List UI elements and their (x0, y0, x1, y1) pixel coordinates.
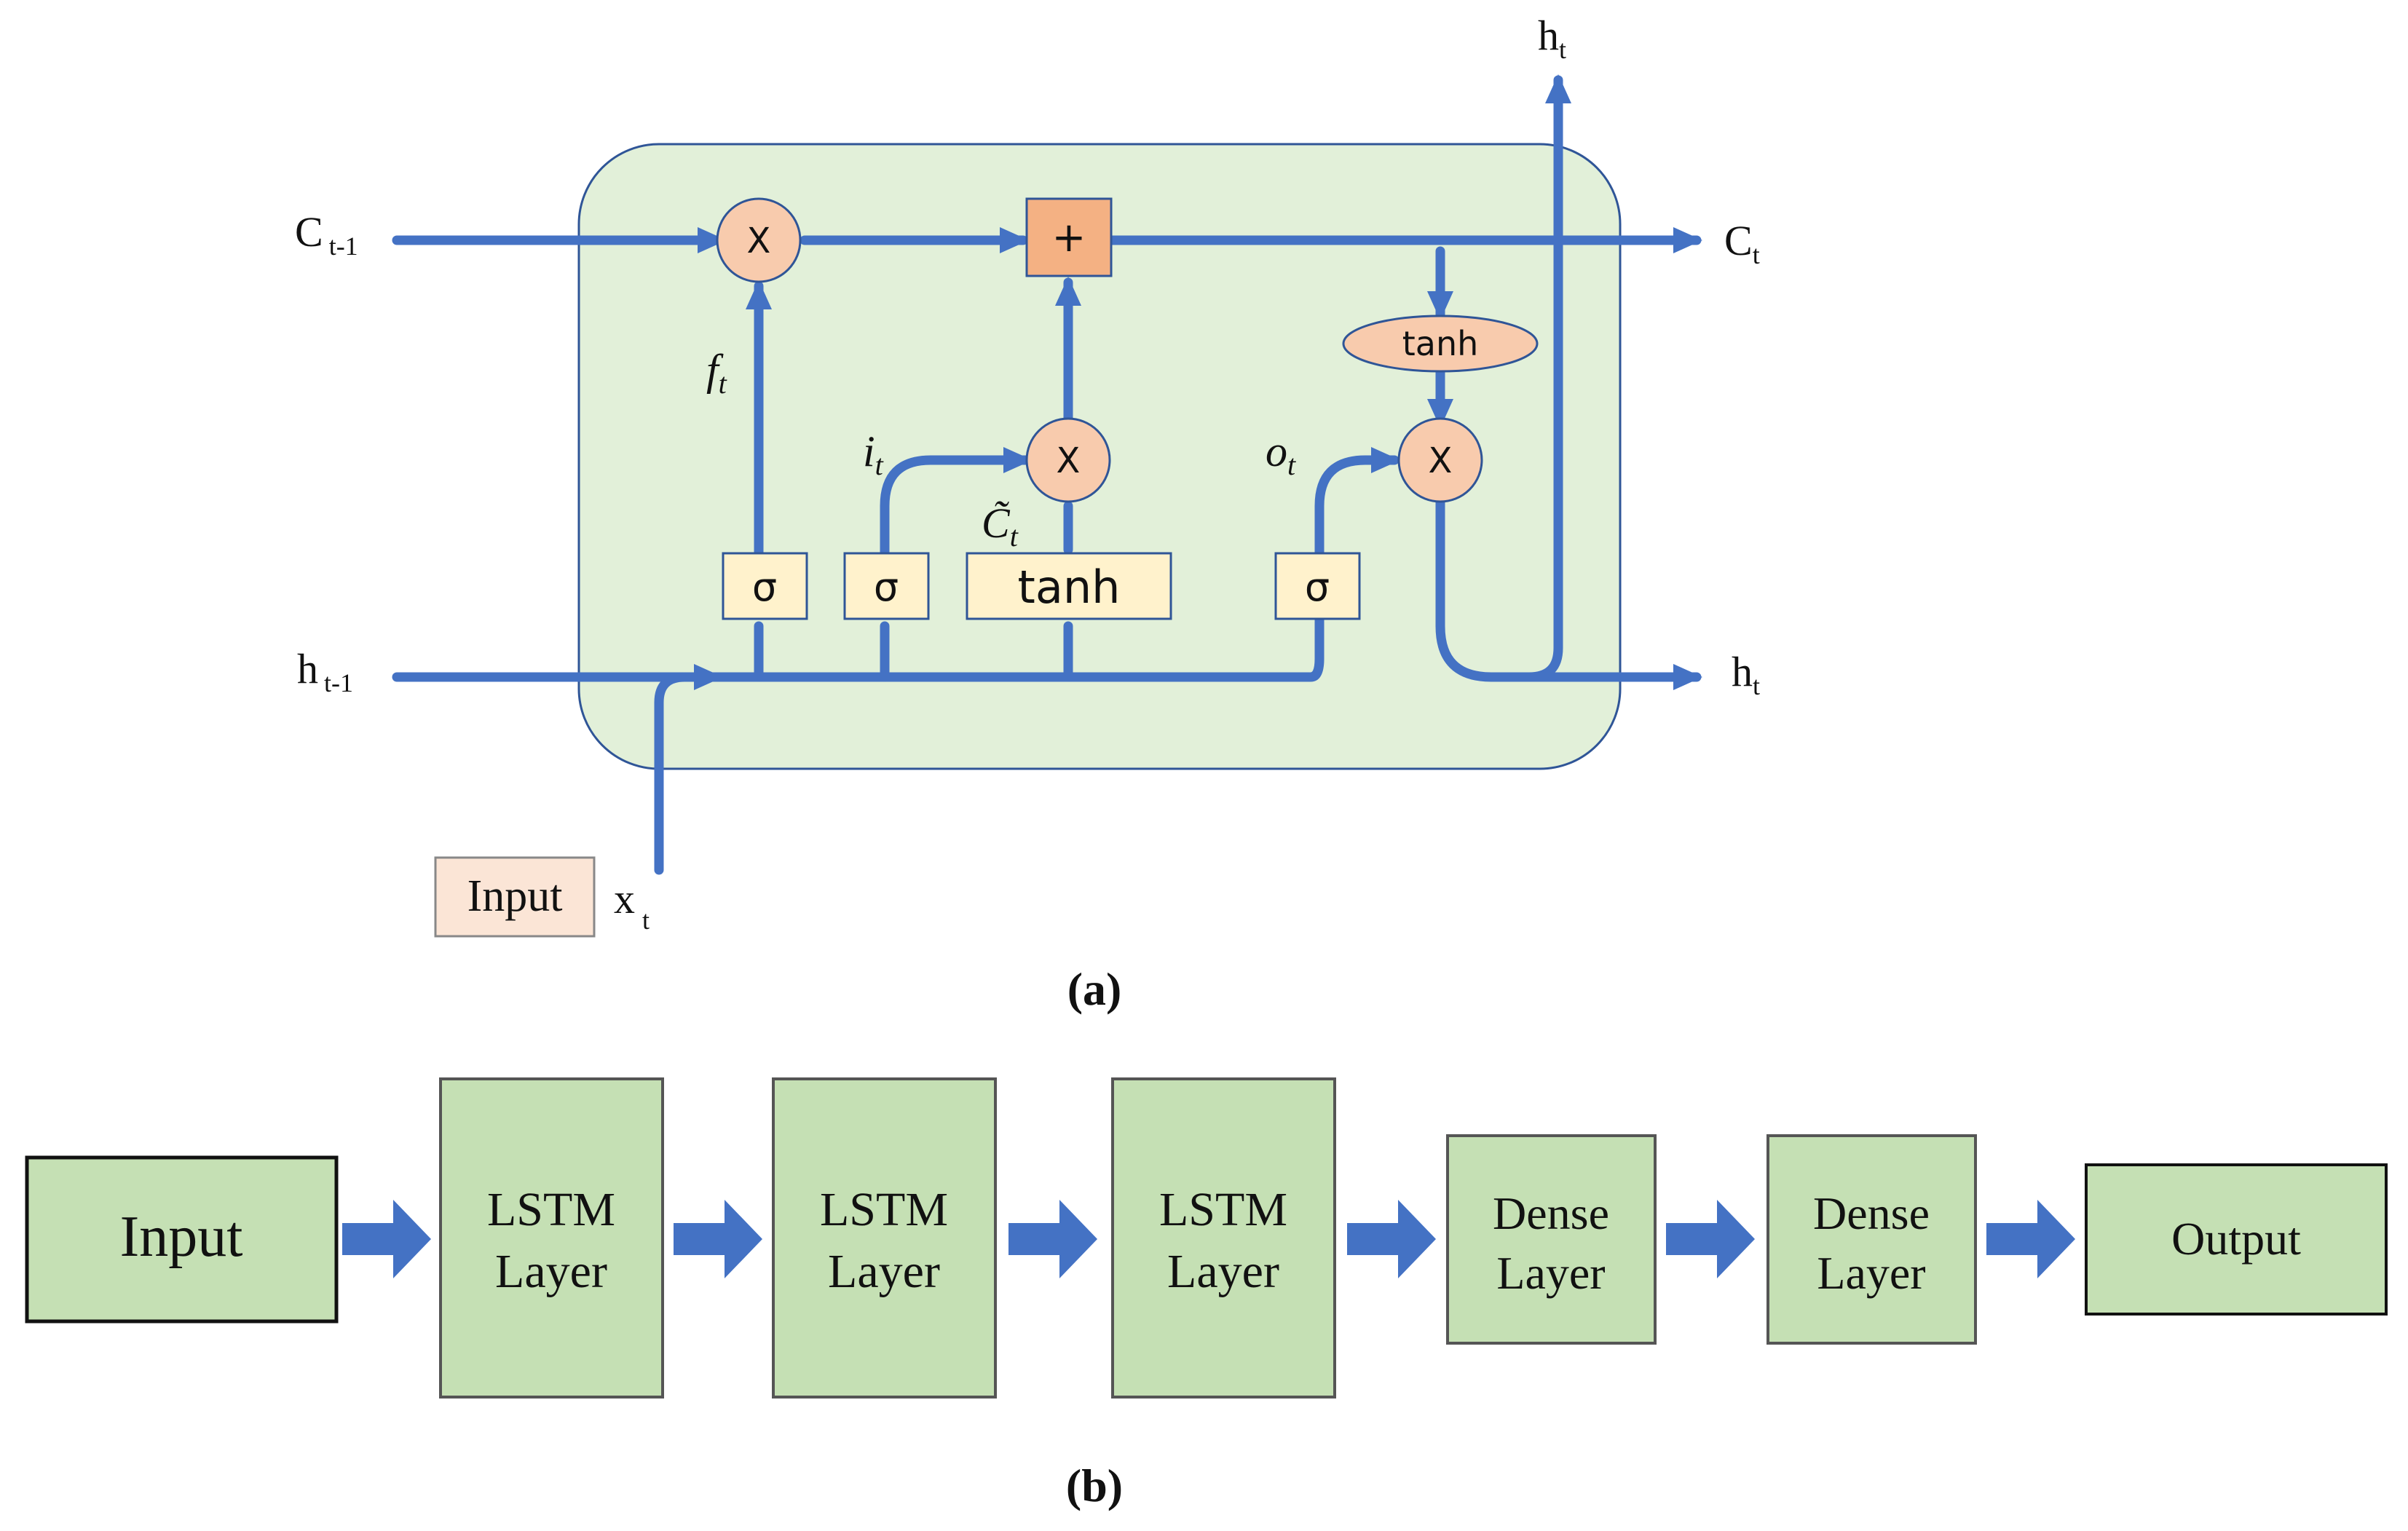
c-out-label: Ct (1724, 217, 1760, 269)
network-pipeline: Input LSTM Layer LSTM Layer LSTM Layer D… (25, 1077, 2388, 1511)
pipeline-arrows (342, 1200, 2075, 1278)
block-dense-2-line1: Dense (1813, 1187, 1930, 1239)
h-out-top-label: ht (1538, 12, 1566, 64)
forget-multiply-op: X (716, 197, 802, 283)
input-to-mult-arrow (880, 447, 1033, 580)
input-multiply-op: X (1025, 417, 1111, 503)
candidate-label: C̃t (982, 499, 1019, 553)
block-output-label: Output (2171, 1213, 2301, 1265)
cell-tanh-op: tanh (1342, 314, 1539, 373)
block-lstm-3-line2: Layer (1167, 1245, 1279, 1298)
arrow-lstm1-lstm2 (674, 1200, 762, 1278)
x-input-line (654, 672, 690, 875)
cell-tanh-label: tanh (1402, 324, 1479, 363)
add-symbol: + (1052, 214, 1086, 261)
block-dense-2: Dense Layer (1766, 1134, 1977, 1345)
input-multiply-symbol: X (1057, 440, 1081, 481)
forget-multiply-symbol: X (747, 221, 771, 261)
output-gate-symbol: σ (1305, 564, 1330, 610)
output-gate-label: ot (1266, 427, 1296, 481)
block-dense-1: Dense Layer (1446, 1134, 1657, 1345)
input-gate-label: it (863, 427, 884, 481)
block-lstm-2: LSTM Layer (772, 1077, 997, 1399)
h-out-right-label: ht (1732, 648, 1760, 700)
arrow-lstm2-lstm3 (1008, 1200, 1097, 1278)
block-output: Output (2085, 1163, 2388, 1316)
output-to-h-arrow (1435, 497, 1702, 690)
block-dense-1-line2: Layer (1496, 1247, 1605, 1299)
arrow-lstm3-dense1 (1347, 1200, 1436, 1278)
output-gate-sigma: σ (1274, 552, 1361, 620)
block-dense-1-line1: Dense (1493, 1187, 1609, 1239)
block-lstm-2-line2: Layer (828, 1245, 940, 1298)
output-multiply-symbol: X (1429, 440, 1453, 481)
block-lstm-1-line1: LSTM (487, 1183, 615, 1236)
output-multiply-op: X (1397, 417, 1483, 503)
candidate-tanh-gate: tanh (966, 552, 1172, 620)
hidden-bus (712, 447, 1400, 682)
block-lstm-2-line1: LSTM (820, 1183, 948, 1236)
arrow-dense2-output (1986, 1200, 2075, 1278)
candidate-tanh-label: tanh (1018, 561, 1121, 614)
caption-a: (a) (1067, 963, 1122, 1015)
block-lstm-3: LSTM Layer (1111, 1077, 1336, 1399)
block-lstm-3-line1: LSTM (1159, 1183, 1287, 1236)
input-box: Input (434, 856, 596, 938)
block-input: Input (25, 1155, 339, 1324)
arrow-dense1-dense2 (1666, 1200, 1755, 1278)
input-gate-sigma: σ (843, 552, 930, 620)
block-dense-2-line2: Layer (1817, 1247, 1925, 1299)
flow-lines (392, 74, 1702, 875)
add-op: + (1025, 197, 1113, 277)
h-up-arrow (1524, 74, 1571, 682)
block-lstm-1: LSTM Layer (439, 1077, 664, 1399)
arrow-input-lstm1 (342, 1200, 431, 1278)
block-input-label: Input (120, 1205, 243, 1269)
forget-gate-symbol: σ (752, 564, 777, 610)
block-lstm-1-line2: Layer (495, 1245, 607, 1298)
input-gate-symbol: σ (874, 564, 899, 610)
lstm-cell-diagram: X + X X tanh σ σ tanh (295, 12, 1760, 1015)
caption-b: (b) (1066, 1460, 1123, 1511)
input-box-label: Input (467, 871, 563, 921)
forget-gate-sigma: σ (722, 552, 808, 620)
